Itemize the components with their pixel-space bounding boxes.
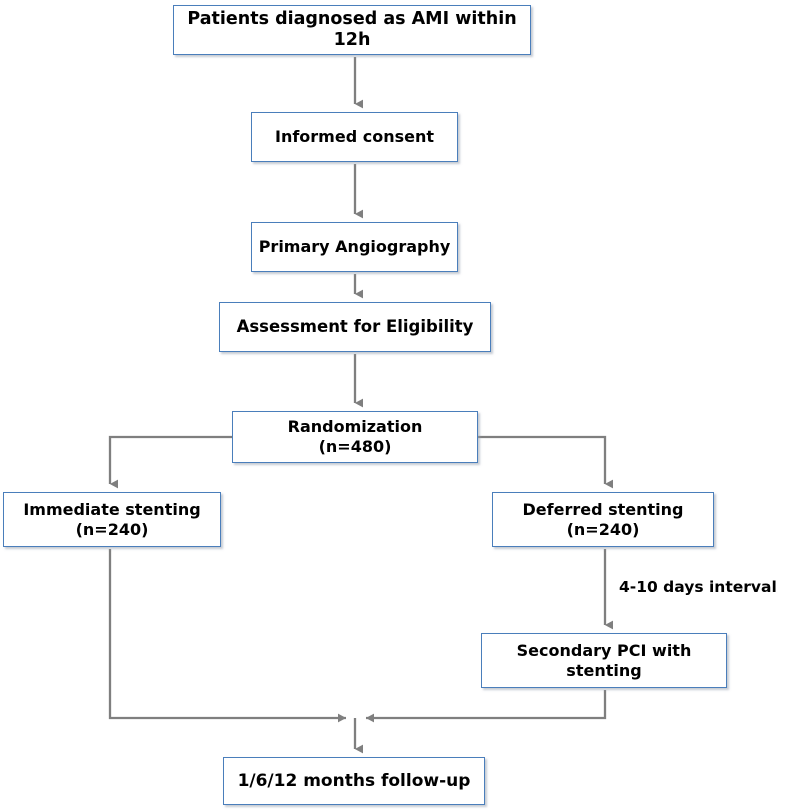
node-secondary-pci-with-stenting: Secondary PCI with stenting (481, 633, 727, 688)
node-label: Assessment for Eligibility (236, 316, 474, 336)
node-randomization: Randomization (n=480) (232, 411, 478, 463)
node-immediate-stenting: Immediate stenting (n=240) (3, 492, 221, 547)
node-label: Randomization (n=480) (287, 417, 423, 456)
node-deferred-stenting: Deferred stenting (n=240) (492, 492, 714, 547)
node-label: Patients diagnosed as AMI within 12h (187, 8, 517, 50)
node-assessment-for-eligibility: Assessment for Eligibility (219, 302, 491, 352)
edge-label-days-interval: 4-10 days interval (619, 578, 777, 596)
edge-immediate-to-merge (108, 549, 347, 723)
node-informed-consent: Informed consent (251, 112, 458, 162)
node-label: Immediate stenting (n=240) (23, 499, 201, 539)
node-label: Deferred stenting (n=240) (522, 499, 684, 539)
node-label: Primary Angiography (258, 237, 451, 257)
node-label: 1/6/12 months follow-up (237, 770, 471, 791)
edge-secondary-pci-to-merge (365, 690, 607, 723)
node-primary-angiography: Primary Angiography (251, 222, 458, 272)
node-patients-diagnosed: Patients diagnosed as AMI within 12h (173, 5, 531, 55)
node-label: Informed consent (274, 127, 434, 147)
edge-randomization-to-immediate (108, 435, 232, 489)
edge-randomization-to-deferred (478, 435, 614, 489)
node-months-followup: 1/6/12 months follow-up (223, 757, 485, 805)
node-label: Secondary PCI with stenting (516, 640, 692, 680)
